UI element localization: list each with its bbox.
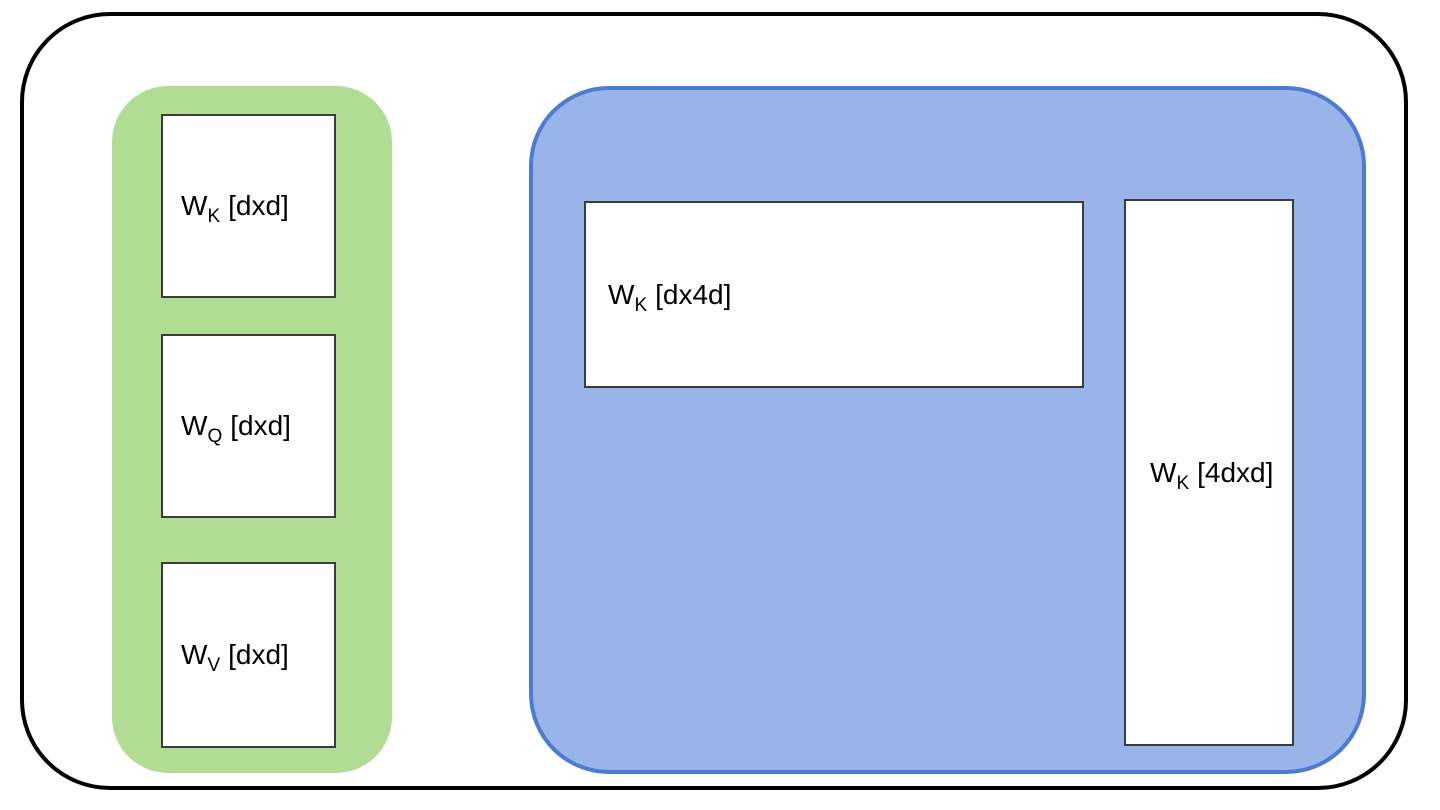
matrix-dims: [dxd] [228, 190, 289, 221]
matrix-dims: [dxd] [228, 639, 289, 670]
matrix-symbol: W [1150, 456, 1177, 488]
matrix-subscript: Q [207, 426, 223, 447]
matrix-box-wq-dxd: WQ [dxd] [161, 334, 336, 518]
matrix-box-wk-dxd: WK [dxd] [161, 114, 336, 298]
outer-frame: WK[dxd] WQ[dxd] WV[dxd] WK[dx4d] WK[4dxd… [20, 12, 1408, 790]
matrix-box-wk-dx4d: WK [dx4d] [584, 201, 1084, 388]
matrix-label: WQ [dxd] [181, 410, 291, 447]
matrix-symbol: W [181, 410, 208, 441]
matrix-label: WK [dxd] [181, 190, 289, 227]
matrix-box-wk-4dxd: WK [4dxd] [1124, 199, 1294, 746]
matrix-subscript: K [207, 206, 221, 227]
matrix-subscript: K [1176, 472, 1190, 494]
matrix-label: WK [4dxd] [1150, 456, 1274, 493]
matrix-symbol: W [181, 639, 208, 670]
matrix-dims: [4dxd] [1197, 456, 1274, 488]
matrix-subscript: K [634, 294, 648, 316]
matrix-dims: [dxd] [230, 410, 291, 441]
matrix-label: WK [dx4d] [608, 278, 732, 315]
matrix-box-wv-dxd: WV [dxd] [161, 562, 336, 748]
matrix-subscript: V [207, 655, 221, 676]
matrix-symbol: W [181, 190, 208, 221]
matrix-label: WV [dxd] [181, 639, 289, 676]
matrix-dims: [dx4d] [655, 278, 732, 310]
matrix-symbol: W [608, 278, 635, 310]
